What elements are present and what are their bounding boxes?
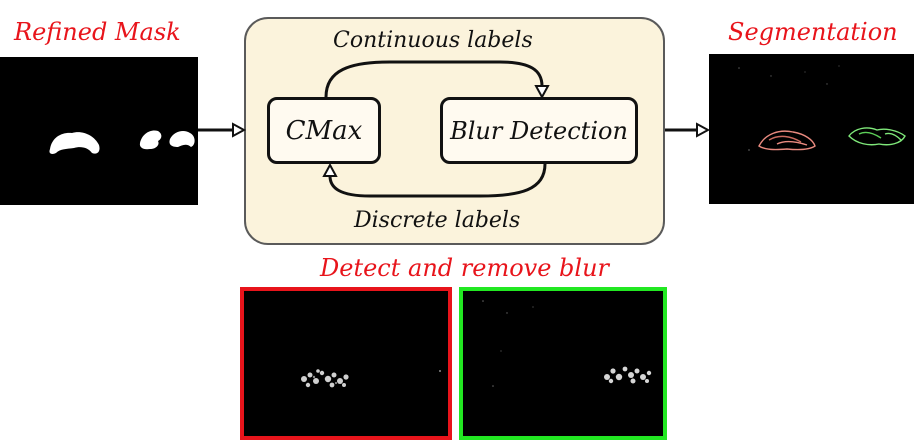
blur-detection-box: Blur Detection: [440, 97, 638, 164]
mask-blobs: [49, 130, 195, 154]
cmax-label: CMax: [285, 115, 363, 146]
arrowhead-module-to-segmentation: [696, 122, 711, 138]
arrowhead-discrete-labels: [322, 162, 338, 177]
blur-detection-label: Blur Detection: [450, 116, 628, 145]
arrow-discrete-labels: [328, 163, 547, 198]
refined-mask-title: Refined Mask: [14, 18, 181, 46]
red-panel-events: [301, 369, 441, 388]
segmentation-image: [709, 54, 914, 204]
segmentation-blobs: [738, 65, 906, 151]
arrowhead-mask-to-module: [232, 122, 247, 138]
cmax-box: CMax: [267, 97, 381, 164]
green-framed-panel: [459, 287, 667, 440]
discrete-labels-text: Discrete labels: [354, 208, 521, 233]
continuous-labels-text: Continuous labels: [333, 28, 533, 53]
refined-mask-image: [0, 57, 198, 205]
arrow-continuous-labels: [324, 60, 544, 98]
red-framed-panel: [240, 287, 452, 440]
segmentation-title: Segmentation: [728, 18, 898, 46]
detect-remove-blur-title: Detect and remove blur: [320, 254, 610, 282]
arrowhead-continuous-labels: [534, 85, 550, 100]
green-panel-events: [482, 300, 652, 387]
